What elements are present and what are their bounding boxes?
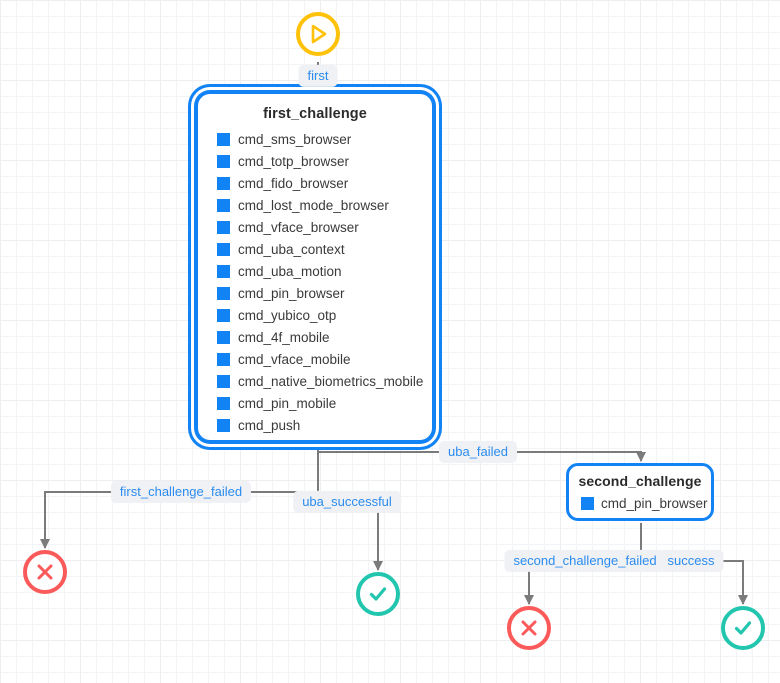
command-bullet-icon xyxy=(217,220,230,234)
list-item[interactable]: cmd_uba_motion xyxy=(217,260,429,282)
state-command-list: cmd_pin_browser xyxy=(569,493,711,513)
command-bullet-icon xyxy=(217,176,230,190)
list-item-label: cmd_lost_mode_browser xyxy=(238,197,389,213)
check-circle-icon xyxy=(369,587,387,601)
list-item[interactable]: cmd_yubico_otp xyxy=(217,304,429,326)
edge-label-first-challenge-failed[interactable]: first_challenge_failed xyxy=(110,480,252,504)
command-bullet-icon xyxy=(217,330,230,344)
edge-label-uba-successful[interactable]: uba_successful xyxy=(293,490,401,514)
check-circle-icon xyxy=(734,621,752,635)
list-item[interactable]: cmd_fido_browser xyxy=(217,172,429,194)
list-item-label: cmd_totp_browser xyxy=(238,153,350,169)
command-bullet-icon xyxy=(217,418,230,432)
edge-label-success[interactable]: success xyxy=(658,549,724,573)
edge-success-a xyxy=(722,560,748,605)
list-item-label: cmd_pin_browser xyxy=(238,285,345,301)
list-item-label: cmd_uba_motion xyxy=(238,263,342,279)
list-item[interactable]: cmd_4f_mobile xyxy=(217,326,429,348)
cross-circle-icon xyxy=(521,620,537,636)
fail-node-left[interactable] xyxy=(23,550,67,594)
list-item[interactable]: cmd_vface_browser xyxy=(217,216,429,238)
state-title: second_challenge xyxy=(578,473,702,489)
list-item[interactable]: cmd_uba_context xyxy=(217,238,429,260)
command-bullet-icon xyxy=(581,496,594,510)
state-title: first_challenge xyxy=(263,106,367,122)
list-item-label: cmd_yubico_otp xyxy=(238,307,337,323)
edge-first-failed-b xyxy=(40,491,115,549)
list-item[interactable]: cmd_lost_mode_browser xyxy=(217,194,429,216)
state-node-second-challenge[interactable]: second_challenge cmd_pin_browser xyxy=(566,463,714,521)
list-item[interactable]: cmd_push xyxy=(217,414,429,436)
list-item-label: cmd_sms_browser xyxy=(238,131,352,147)
list-item[interactable]: cmd_pin_browser xyxy=(581,493,711,513)
command-bullet-icon xyxy=(217,286,230,300)
command-bullet-icon xyxy=(217,242,230,256)
command-bullet-icon xyxy=(217,396,230,410)
list-item[interactable]: cmd_vface_mobile xyxy=(217,348,429,370)
list-item-label: cmd_fido_browser xyxy=(238,175,349,191)
list-item[interactable]: cmd_native_biometrics_mobile xyxy=(217,370,429,392)
list-item[interactable]: cmd_pin_mobile xyxy=(217,392,429,414)
state-node-first-challenge[interactable]: first_challenge cmd_sms_browser cmd_totp… xyxy=(198,94,432,440)
edge-label-uba-failed[interactable]: uba_failed xyxy=(439,440,517,464)
cross-circle-icon xyxy=(37,564,53,580)
list-item-label: cmd_4f_mobile xyxy=(238,329,330,345)
list-item[interactable]: cmd_pin_browser xyxy=(217,282,429,304)
success-node-center[interactable] xyxy=(356,572,400,616)
command-bullet-icon xyxy=(217,264,230,278)
edge-label-second-challenge-failed[interactable]: second_challenge_failed xyxy=(504,549,666,573)
command-bullet-icon xyxy=(217,198,230,212)
command-bullet-icon xyxy=(217,132,230,146)
start-node[interactable] xyxy=(296,12,340,56)
list-item-label: cmd_push xyxy=(238,417,301,433)
edge-label-first[interactable]: first xyxy=(298,64,338,88)
list-item[interactable]: cmd_totp_browser xyxy=(217,150,429,172)
command-bullet-icon xyxy=(217,352,230,366)
list-item[interactable]: cmd_sms_browser xyxy=(217,128,429,150)
list-item-label: cmd_uba_context xyxy=(238,241,345,257)
list-item-label: cmd_pin_mobile xyxy=(238,395,337,411)
success-node-right[interactable] xyxy=(721,606,765,650)
play-icon xyxy=(311,24,327,44)
edge-uba-failed-b xyxy=(514,451,646,462)
command-bullet-icon xyxy=(217,154,230,168)
command-bullet-icon xyxy=(217,374,230,388)
list-item-label: cmd_pin_browser xyxy=(601,495,708,511)
list-item-label: cmd_native_biometrics_mobile xyxy=(238,373,424,389)
fail-node-right[interactable] xyxy=(507,606,551,650)
list-item-label: cmd_vface_browser xyxy=(238,219,359,235)
list-item-label: cmd_vface_mobile xyxy=(238,351,351,367)
command-bullet-icon xyxy=(217,308,230,322)
state-command-list: cmd_sms_browser cmd_totp_browser cmd_fid… xyxy=(201,128,429,436)
